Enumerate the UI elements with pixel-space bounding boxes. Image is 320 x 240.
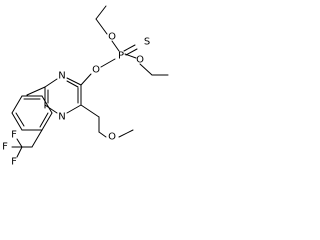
bond: [95, 5, 107, 20]
atom-label: F: [11, 130, 17, 141]
bond: [66, 104, 82, 114]
atom-label: N: [58, 71, 65, 82]
bond: [41, 112, 53, 131]
bond: [139, 63, 153, 76]
atom-label: O: [108, 132, 116, 143]
structure-diagram: O S P O O N N O F F F: [0, 0, 175, 173]
bond: [26, 86, 46, 96]
bond: [95, 18, 108, 35]
molecule-drawing: O S P O O N N O F F F: [2, 5, 169, 168]
atom-label: F: [11, 157, 17, 168]
bond: [125, 48, 138, 56]
bond: [123, 44, 136, 52]
atom-label: F: [2, 142, 8, 153]
bond: [44, 104, 58, 114]
bond: [111, 40, 120, 52]
bond: [31, 129, 43, 148]
bond: [100, 58, 116, 68]
atom-label: N: [58, 112, 65, 123]
atom-label: O: [108, 32, 116, 43]
bond: [11, 112, 23, 131]
bond: [98, 131, 107, 138]
bond: [39, 112, 49, 128]
atom-label: P: [118, 51, 124, 62]
bond: [41, 95, 53, 114]
atom-label: O: [92, 65, 100, 76]
bond: [66, 80, 79, 88]
bond: [80, 104, 100, 118]
bond: [15, 112, 25, 127]
bond: [44, 78, 58, 88]
bond: [16, 138, 23, 148]
atom-label: S: [144, 37, 150, 48]
bond: [80, 73, 92, 86]
bond: [16, 146, 23, 158]
bond: [66, 77, 82, 86]
bond: [11, 95, 23, 114]
bond: [118, 129, 134, 138]
atom-label: O: [136, 55, 144, 66]
